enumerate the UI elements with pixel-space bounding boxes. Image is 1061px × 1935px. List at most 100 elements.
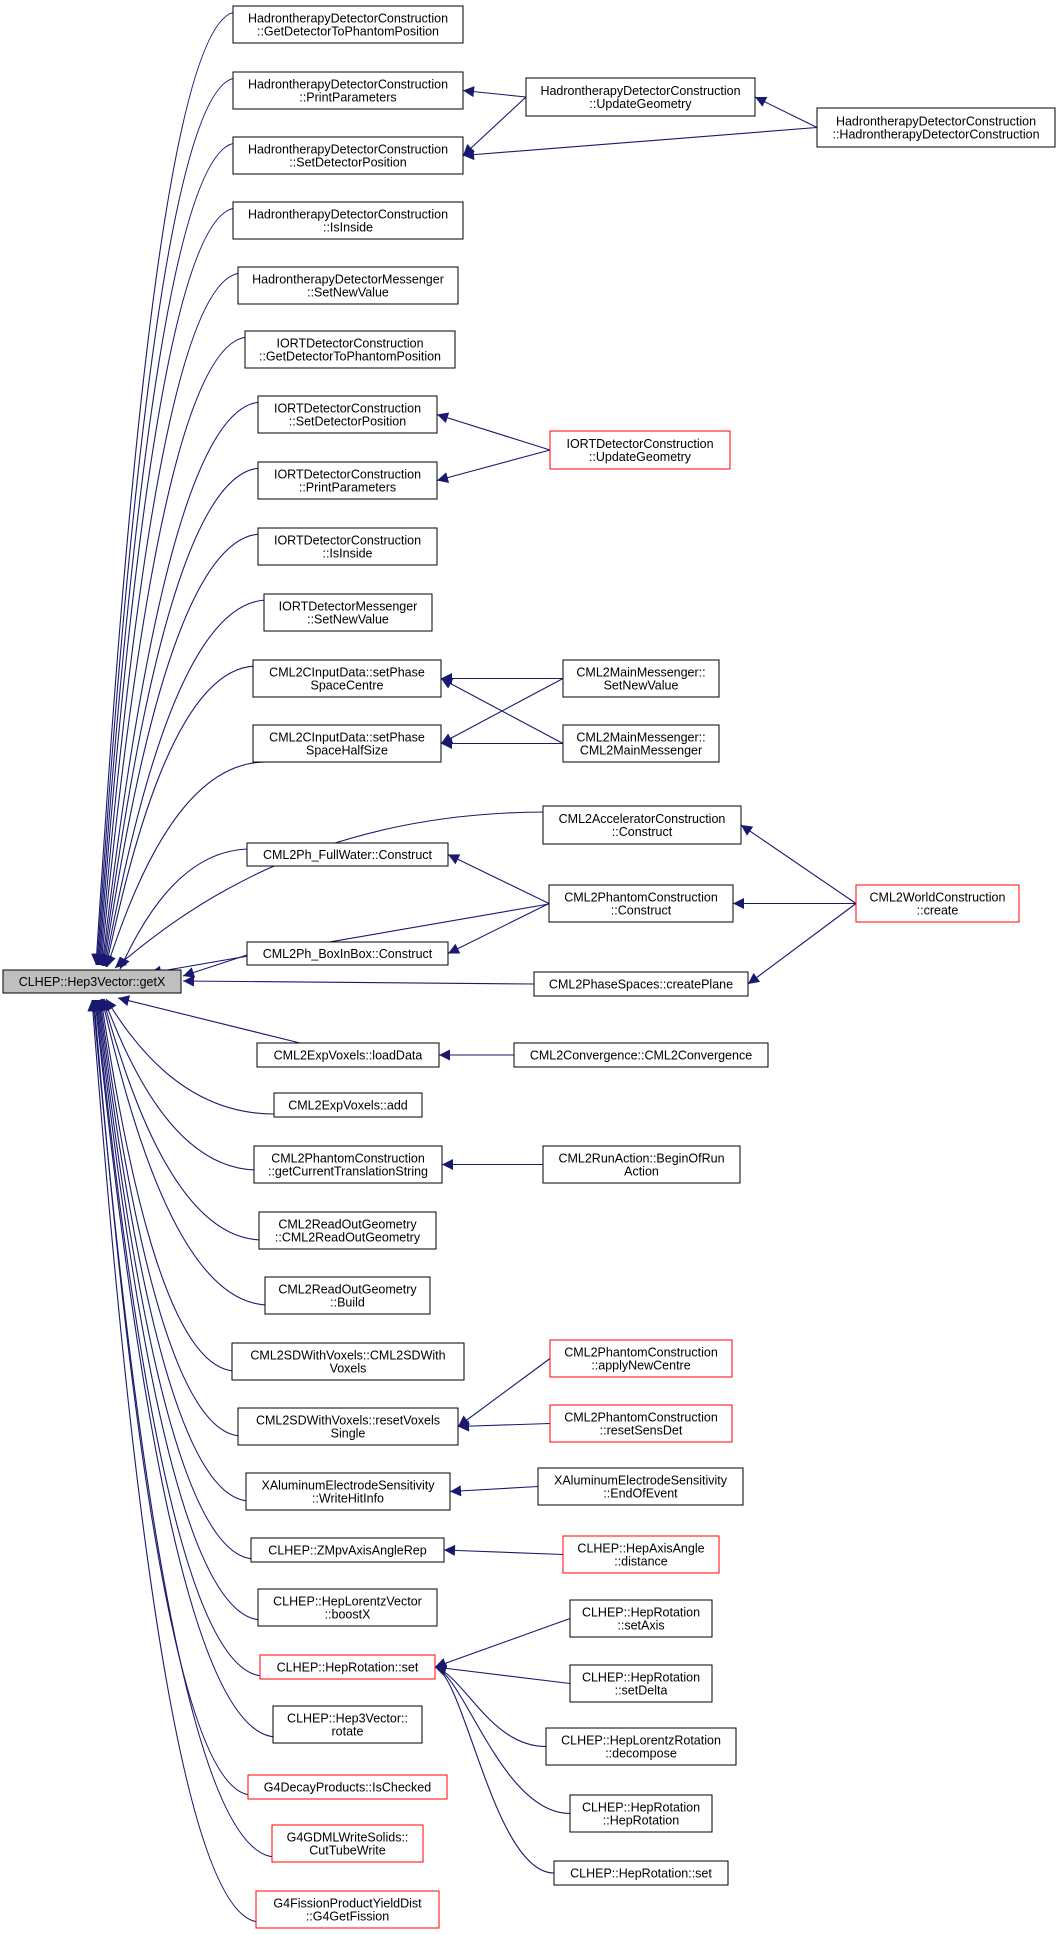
node-box (855, 884, 1020, 923)
node-box (542, 1145, 741, 1184)
node-label-line: XAluminumElectrodeSensitivity (554, 1474, 728, 1488)
graph-node-n22[interactable]: XAluminumElectrodeSensitivity::WriteHitI… (245, 1472, 451, 1511)
node-label-line: SpaceCentre (311, 679, 384, 693)
node-label-line: ::G4GetFission (306, 1910, 389, 1924)
node-label-line: HadrontherapyDetectorConstruction (248, 208, 448, 222)
node-label-line: CML2PhantomConstruction (564, 1346, 718, 1360)
node-label-line: CML2ExpVoxels::loadData (274, 1049, 423, 1063)
edge-m5-to-n11 (440, 678, 564, 744)
edge-m17-to-n25 (434, 1662, 571, 1685)
graph-node-m18[interactable]: CLHEP::HepLorentzRotation::decompose (545, 1727, 737, 1766)
graph-node-m10[interactable]: CML2Convergence::CML2Convergence (513, 1042, 769, 1068)
node-box (562, 659, 720, 698)
edge-n15-to-root (117, 995, 301, 1044)
edge-m3-to-n8 (436, 449, 551, 483)
edge-n22-to-root (94, 999, 251, 1502)
node-label-line: ::HadrontherapyDetectorConstruction (832, 128, 1039, 142)
node-label-line: CLHEP::Hep3Vector:: (287, 1712, 408, 1726)
graph-node-m7[interactable]: CML2PhantomConstruction::Construct (548, 884, 734, 923)
node-label-line: HadrontherapyDetectorMessenger (252, 273, 444, 287)
graph-node-n7[interactable]: IORTDetectorConstruction::SetDetectorPos… (257, 395, 438, 434)
edge-n6-to-root (96, 336, 250, 966)
graph-node-m14[interactable]: XAluminumElectrodeSensitivity::EndOfEven… (537, 1467, 744, 1506)
edge-n16-to-root (105, 998, 275, 1115)
node-box (257, 527, 438, 566)
node-box (569, 1664, 713, 1703)
node-label-line: ::Construct (612, 825, 673, 839)
node-label-line: ::SetNewValue (307, 286, 389, 300)
node-label-line: CML2MainMessenger:: (576, 666, 705, 680)
node-label-line: ::IsInside (322, 547, 372, 561)
graph-node-n28[interactable]: G4GDMLWriteSolids::CutTubeWrite (271, 1824, 424, 1863)
edge-n25-to-root (91, 999, 265, 1677)
graph-node-m6[interactable]: CML2AcceleratorConstruction::Construct (542, 805, 742, 845)
graph-node-n25[interactable]: CLHEP::HepRotation::set (259, 1654, 436, 1680)
node-box (533, 971, 749, 997)
graph-node-n18[interactable]: CML2ReadOutGeometry::CML2ReadOutGeometry (258, 1211, 437, 1250)
graph-node-n29[interactable]: G4FissionProductYieldDist::G4GetFission (255, 1890, 440, 1929)
edge-m15-to-n23 (443, 1544, 564, 1556)
graph-node-m9[interactable]: CML2PhaseSpaces::createPlane (533, 971, 749, 997)
node-box (271, 1824, 424, 1863)
graph-node-n4[interactable]: HadrontherapyDetectorConstruction::IsIns… (232, 201, 464, 240)
graph-node-m20[interactable]: CLHEP::HepRotation::set (553, 1860, 729, 1886)
graph-node-n27[interactable]: G4DecayProducts::IsChecked (247, 1774, 448, 1800)
edge-m1-to-n2 (462, 86, 527, 98)
graph-node-n15[interactable]: CML2ExpVoxels::loadData (256, 1042, 440, 1068)
graph-node-n24[interactable]: CLHEP::HepLorentzVector::boostX (257, 1588, 438, 1627)
node-box (549, 1404, 733, 1443)
graph-node-m13[interactable]: CML2PhantomConstruction::resetSensDet (549, 1404, 733, 1443)
node-label-line: HadrontherapyDetectorConstruction (248, 78, 448, 92)
graph-node-n20[interactable]: CML2SDWithVoxels::CML2SDWithVoxels (231, 1342, 465, 1381)
graph-node-n23[interactable]: CLHEP::ZMpvAxisAngleRep (250, 1537, 445, 1563)
graph-node-n2[interactable]: HadrontherapyDetectorConstruction::Print… (232, 71, 464, 110)
node-label-line: ::SetDetectorPosition (289, 156, 406, 170)
graph-node-n3[interactable]: HadrontherapyDetectorConstruction::SetDe… (232, 136, 464, 175)
graph-node-n1[interactable]: HadrontherapyDetectorConstruction::GetDe… (232, 5, 464, 44)
graph-node-m1[interactable]: HadrontherapyDetectorConstruction::Updat… (525, 77, 756, 117)
graph-node-n10[interactable]: IORTDetectorMessenger::SetNewValue (263, 593, 433, 632)
graph-node-m16[interactable]: CLHEP::HepRotation::setAxis (569, 1599, 713, 1638)
graph-node-m19[interactable]: CLHEP::HepRotation::HepRotation (569, 1794, 713, 1833)
graph-node-n26[interactable]: CLHEP::Hep3Vector::rotate (272, 1705, 423, 1744)
node-box (237, 1407, 459, 1446)
node-box (259, 1654, 436, 1680)
graph-node-n16[interactable]: CML2ExpVoxels::add (273, 1092, 423, 1118)
edge-n9-to-root (100, 533, 263, 967)
graph-node-m8[interactable]: CML2WorldConstruction::create (855, 884, 1020, 923)
root-node[interactable]: CLHEP::Hep3Vector::getX (2, 969, 182, 994)
graph-node-m3[interactable]: IORTDetectorConstruction::UpdateGeometry (549, 430, 731, 470)
graph-node-n8[interactable]: IORTDetectorConstruction::PrintParameter… (257, 461, 438, 500)
graph-node-m17[interactable]: CLHEP::HepRotation::setDelta (569, 1664, 713, 1703)
graph-node-m12[interactable]: CML2PhantomConstruction::applyNewCentre (549, 1339, 733, 1378)
node-label-line: CLHEP::HepLorentzVector (273, 1595, 422, 1609)
graph-node-n6[interactable]: IORTDetectorConstruction::GetDetectorToP… (244, 330, 456, 369)
graph-node-m4[interactable]: CML2MainMessenger::SetNewValue (562, 659, 720, 698)
node-label-line: CML2MainMessenger:: (576, 731, 705, 745)
edge-n12-to-root (105, 761, 267, 968)
graph-node-n14[interactable]: CML2Ph_BoxInBox::Construct (246, 941, 449, 966)
graph-node-m2[interactable]: HadrontherapyDetectorConstruction::Hadro… (816, 107, 1056, 148)
node-box (232, 71, 464, 110)
node-box (252, 659, 442, 698)
graph-node-n13[interactable]: CML2Ph_FullWater::Construct (246, 842, 449, 867)
edge-n2-to-root (92, 77, 238, 966)
graph-node-n19[interactable]: CML2ReadOutGeometry::Build (264, 1276, 431, 1315)
graph-node-n17[interactable]: CML2PhantomConstruction::getCurrentTrans… (253, 1145, 443, 1184)
graph-node-m5[interactable]: CML2MainMessenger::CML2MainMessenger (562, 724, 720, 763)
graph-node-n9[interactable]: IORTDetectorConstruction::IsInside (257, 527, 438, 566)
edge-m13-to-n21 (457, 1420, 551, 1432)
node-label-line: IORTDetectorConstruction (274, 534, 421, 548)
graph-node-m15[interactable]: CLHEP::HepAxisAngle::distance (562, 1535, 720, 1574)
node-label-line: ::UpdateGeometry (589, 97, 692, 111)
node-label-line: SetNewValue (604, 679, 679, 693)
node-label-line: CML2PhantomConstruction (564, 891, 718, 905)
node-label-line: ::getCurrentTranslationString (268, 1165, 428, 1179)
graph-node-n5[interactable]: HadrontherapyDetectorMessenger::SetNewVa… (237, 266, 459, 305)
node-label-line: G4DecayProducts::IsChecked (264, 1781, 431, 1795)
node-label-line: Voxels (330, 1362, 367, 1376)
